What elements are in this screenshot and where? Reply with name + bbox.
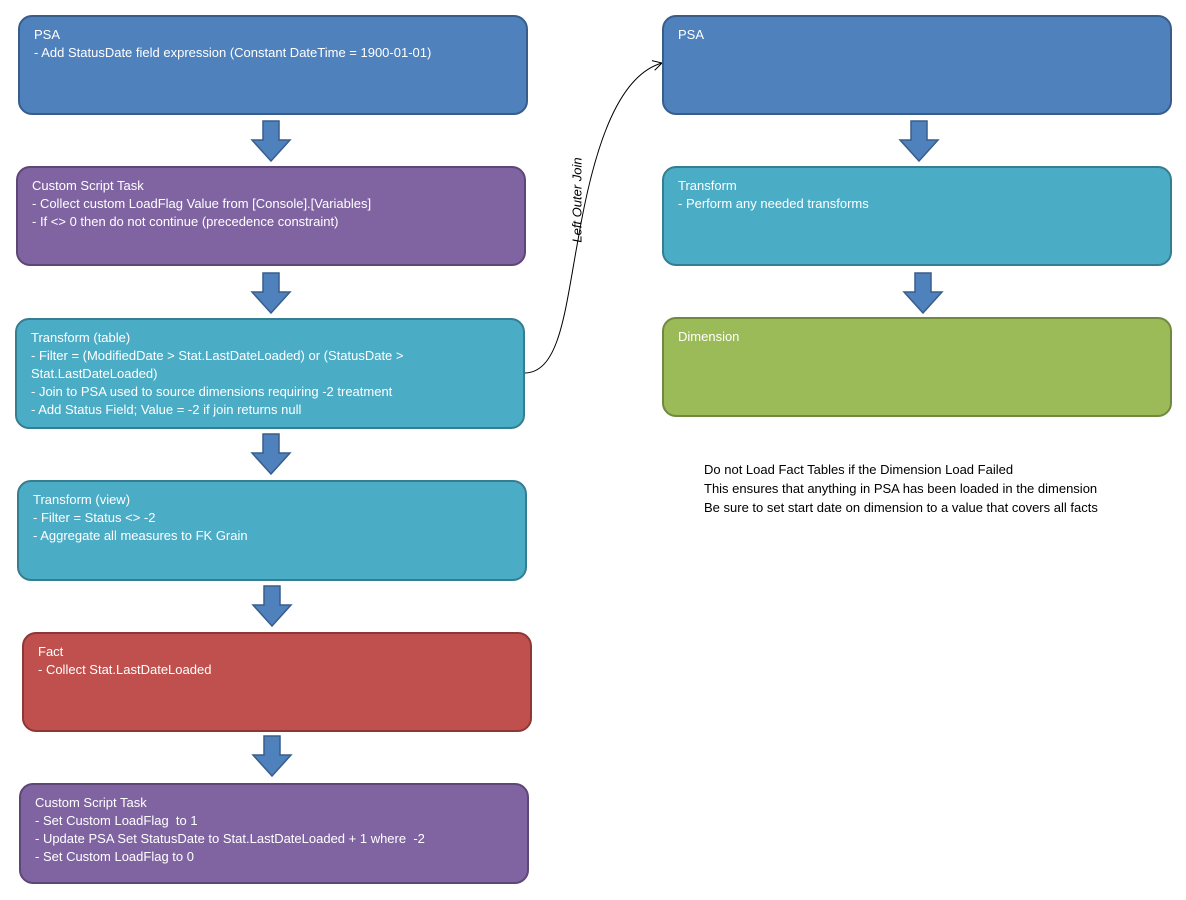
notes-block: Do not Load Fact Tables if the Dimension…: [704, 460, 1098, 517]
down-arrow-icon: [251, 735, 293, 777]
fact-box[interactable]: Fact - Collect Stat.LastDateLoaded: [22, 632, 532, 732]
note-line: This ensures that anything in PSA has be…: [704, 481, 1098, 496]
down-arrow-icon: [902, 272, 944, 314]
psa-box[interactable]: PSA - Add StatusDate field expression (C…: [18, 15, 528, 115]
script-task-2-line: - Set Custom LoadFlag to 0: [35, 849, 194, 864]
script-task-2-title: Custom Script Task: [35, 795, 147, 810]
transform-view-line: - Filter = Status <> -2: [33, 510, 156, 525]
custom-script-task-box-2[interactable]: Custom Script Task - Set Custom LoadFlag…: [19, 783, 529, 884]
right-psa-box[interactable]: PSA: [662, 15, 1172, 115]
transform-view-line: - Aggregate all measures to FK Grain: [33, 528, 248, 543]
psa-title: PSA: [34, 27, 61, 42]
psa-line: - Add StatusDate field expression (Const…: [34, 45, 432, 60]
down-arrow-icon: [250, 433, 292, 475]
transform-table-line: - Add Status Field; Value = -2 if join r…: [31, 402, 302, 417]
script-task-2-line: - Set Custom LoadFlag to 1: [35, 813, 198, 828]
note-line: Be sure to set start date on dimension t…: [704, 500, 1098, 515]
transform-table-line: - Filter = (ModifiedDate > Stat.LastDate…: [31, 348, 404, 363]
right-psa-title: PSA: [678, 27, 705, 42]
connector-curve: [524, 60, 663, 374]
script-task-2-line: - Update PSA Set StatusDate to Stat.Last…: [35, 831, 425, 846]
down-arrow-icon: [251, 585, 293, 627]
transform-table-line: - Join to PSA used to source dimensions …: [31, 384, 393, 399]
transform-table-line: Stat.LastDateLoaded): [31, 366, 158, 381]
script-task-1-title: Custom Script Task: [32, 178, 144, 193]
dimension-box[interactable]: Dimension: [662, 317, 1172, 417]
right-transform-line: - Perform any needed transforms: [678, 196, 869, 211]
dimension-title: Dimension: [678, 329, 740, 344]
script-task-1-line: - Collect custom LoadFlag Value from [Co…: [32, 196, 372, 211]
note-line: Do not Load Fact Tables if the Dimension…: [704, 462, 1014, 477]
transform-view-title: Transform (view): [33, 492, 131, 507]
down-arrow-icon: [250, 272, 292, 314]
transform-view-box[interactable]: Transform (view) - Filter = Status <> -2…: [17, 480, 527, 581]
connector-label: Left Outer Join: [569, 157, 585, 243]
right-transform-box[interactable]: Transform - Perform any needed transform…: [662, 166, 1172, 266]
right-transform-title: Transform: [678, 178, 737, 193]
fact-line: - Collect Stat.LastDateLoaded: [38, 662, 212, 677]
custom-script-task-box-1[interactable]: Custom Script Task - Collect custom Load…: [16, 166, 526, 266]
fact-title: Fact: [38, 644, 64, 659]
transform-table-title: Transform (table): [31, 330, 131, 345]
script-task-1-line: - If <> 0 then do not continue (preceden…: [32, 214, 339, 229]
down-arrow-icon: [898, 120, 940, 162]
down-arrow-icon: [250, 120, 292, 162]
transform-table-box[interactable]: Transform (table) - Filter = (ModifiedDa…: [15, 318, 525, 429]
